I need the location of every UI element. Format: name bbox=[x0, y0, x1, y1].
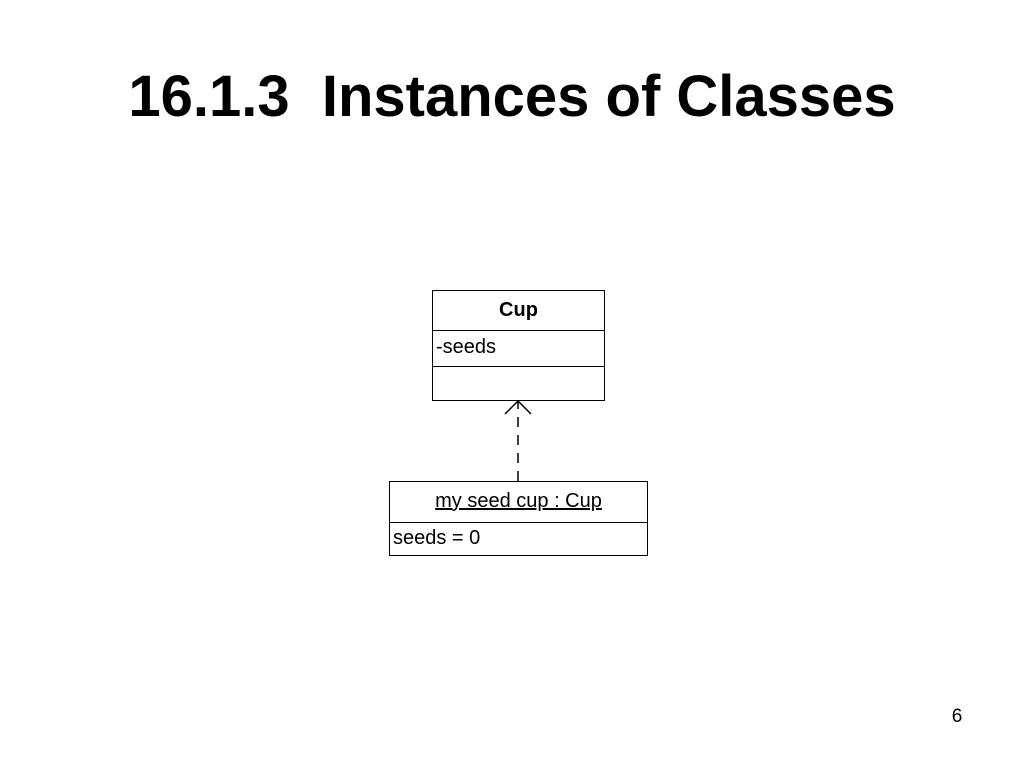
class-attributes-compartment: -seeds bbox=[433, 330, 604, 366]
class-box-cup: Cup -seeds bbox=[432, 290, 605, 401]
class-attribute: -seeds bbox=[436, 336, 497, 358]
open-arrowhead-icon bbox=[504, 399, 532, 415]
object-name: my seed cup : Cup bbox=[435, 490, 602, 512]
class-name: Cup bbox=[499, 299, 538, 321]
object-box-my-seed-cup: my seed cup : Cup seeds = 0 bbox=[389, 481, 648, 556]
slide-title: 16.1.3 Instances of Classes bbox=[128, 64, 896, 129]
class-operations-compartment bbox=[433, 366, 604, 400]
page-number: 6 bbox=[951, 706, 963, 727]
object-attributes-compartment: seeds = 0 bbox=[390, 522, 647, 555]
object-attribute: seeds = 0 bbox=[393, 527, 481, 549]
